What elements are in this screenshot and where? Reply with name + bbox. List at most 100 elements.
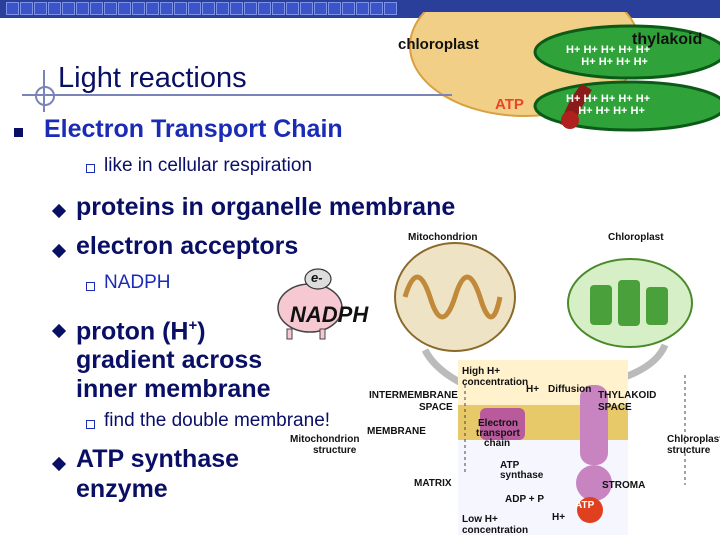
bullet-acceptors: electron acceptors (76, 232, 299, 260)
bar-square (174, 2, 187, 15)
bar-square (6, 2, 19, 15)
label-matrix: MATRIX (414, 478, 452, 489)
bar-square (272, 2, 285, 15)
atp-burst (577, 497, 603, 523)
bar-square (132, 2, 145, 15)
sub-text-respiration: like in cellular respiration (104, 155, 313, 176)
h-ion: H+ (583, 44, 598, 56)
bar-square (34, 2, 47, 15)
bar-square (216, 2, 229, 15)
label-chloro-structure: Chloroplast (667, 434, 720, 445)
bar-square (286, 2, 299, 15)
title-crosshair-circle (35, 86, 55, 106)
atp-synthase-head (561, 111, 579, 129)
bullet-proton-line2: gradient across (76, 346, 263, 375)
bullet-proton-gradient: proton (H+) gradient across inner membra… (76, 311, 271, 404)
bar-square (118, 2, 131, 15)
atp-synthase-protein (580, 385, 608, 465)
h-ion: H+ (618, 93, 633, 105)
bar-square (90, 2, 103, 15)
atp-label: ATP (495, 96, 524, 113)
bullet-atp-synthase: ATP synthase enzyme (76, 444, 239, 504)
h-ion: H+ (613, 105, 628, 117)
bar-square (48, 2, 61, 15)
label-thylakoid-space: SPACE (598, 402, 632, 413)
label-intermembrane-space: SPACE (419, 402, 453, 413)
label-low-h-conc: concentration (462, 525, 529, 536)
bar-square (202, 2, 215, 15)
title-rule (22, 94, 452, 96)
label-low-h: Low H+ (462, 514, 498, 525)
sub-bullet-icon (86, 416, 103, 434)
pig-leg (286, 328, 293, 340)
label-membrane: MEMBRANE (367, 426, 426, 437)
nadph-label: NADPH (290, 302, 369, 327)
label-diffusion: Diffusion (548, 384, 592, 395)
bar-square (356, 2, 369, 15)
bar-square (370, 2, 383, 15)
bullet-atp-line2: enzyme (76, 475, 168, 503)
bar-square (300, 2, 313, 15)
h-ion: H+ (583, 93, 598, 105)
sub-text-membrane: find the double membrane! (104, 410, 331, 431)
sub-bullet-icon (86, 160, 103, 178)
bullet-proton-close: ) (197, 317, 206, 346)
diamond-bullet-icon (51, 323, 67, 341)
bar-square (188, 2, 201, 15)
bar-square (146, 2, 159, 15)
h-ion: H+ (616, 56, 631, 68)
label-adp: ADP + P (505, 494, 544, 505)
diamond-bullet-icon (51, 203, 67, 221)
label-atp-synthase1: ATP (500, 460, 520, 471)
heading-bullet-icon (14, 124, 23, 142)
chloroplast-graphic (409, 12, 720, 132)
label-stroma: STROMA (602, 480, 646, 491)
bullet-proton-text: proton (H (76, 317, 189, 346)
label-high-h-conc: concentration (462, 377, 529, 388)
label-thylakoid: THYLAKOID (598, 390, 657, 401)
bar-square (230, 2, 243, 15)
h-ion: H+ (600, 44, 616, 56)
h-ion: H+ (630, 105, 645, 117)
label-high-h: High H+ (462, 366, 501, 377)
bullet-atp-line1: ATP synthase (76, 445, 240, 473)
label-atp-synthase2: synthase (500, 470, 544, 481)
diamond-bullet-icon (51, 243, 67, 261)
thylakoid-top (533, 24, 720, 80)
h-ion: H+ (566, 44, 581, 56)
label-mitochondrion: Mitochondrion (408, 232, 478, 243)
label-etc1: Electron (478, 418, 519, 429)
etc-protein (480, 408, 525, 440)
electron-ball (304, 268, 332, 290)
h-ion: H+ (635, 93, 651, 105)
granum (618, 280, 640, 326)
bullet-proton-line3: inner membrane (76, 375, 271, 404)
h-ion: H+ (578, 105, 593, 117)
label-mito-structure2: structure (313, 445, 357, 456)
bar-square (62, 2, 75, 15)
label-h-bottom: H+ (552, 512, 566, 523)
granum (646, 287, 668, 325)
superscript-plus: + (188, 317, 198, 334)
bar-square (244, 2, 257, 15)
label-intermembrane: INTERMEMBRANE (369, 390, 458, 401)
h-ion: H+ (618, 44, 633, 56)
h-ions-bottom: H+ H+ H+ H+ H+ H+ H+ H+ H+ (566, 93, 650, 117)
h-ion: H+ (595, 105, 611, 117)
chloroplast-label: chloroplast (398, 36, 479, 53)
sub-text-nadph: NADPH (104, 272, 171, 293)
granum (590, 285, 612, 325)
label-etc3: chain (484, 438, 511, 449)
pig-leg (319, 328, 326, 340)
slide-top-bar (0, 0, 720, 18)
sub-bullet-icon (86, 278, 103, 296)
h-ions-top: H+ H+ H+ H+ H+ H+ H+ H+ H+ (566, 44, 650, 68)
bullet-proteins: proteins in organelle membrane (76, 193, 456, 221)
heading-text: Electron Transport Chain (44, 115, 343, 143)
label-atp: ATP (575, 500, 595, 511)
h-ion: H+ (566, 93, 581, 105)
label-etc2: transport (476, 428, 520, 439)
bar-square (314, 2, 327, 15)
bar-square (20, 2, 33, 15)
zoom-arrow-right (623, 343, 669, 381)
